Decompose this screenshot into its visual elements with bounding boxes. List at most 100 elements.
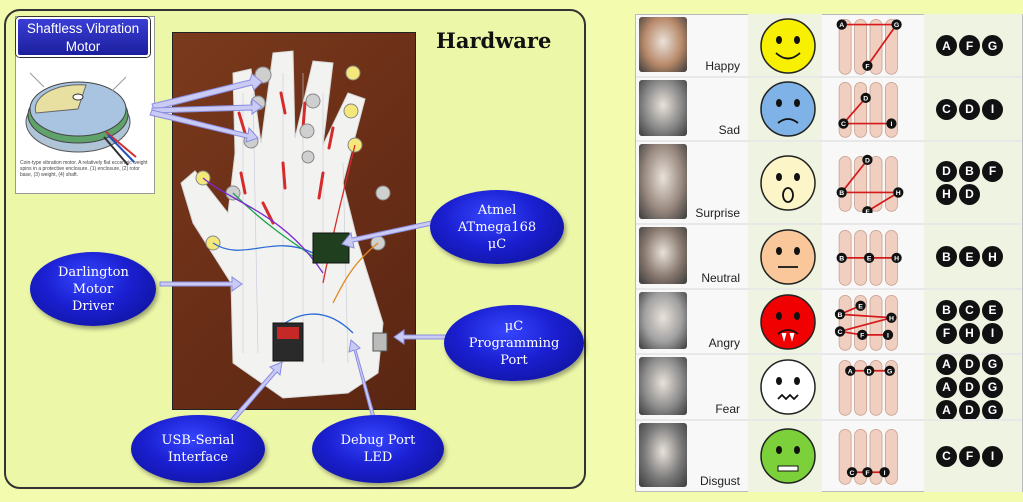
hand-point-label: H — [889, 315, 894, 322]
hand-point-label: E — [867, 255, 872, 262]
smiley-icon — [760, 228, 816, 285]
vibration-code-badge: D — [936, 160, 957, 182]
vibration-code-badge: C — [936, 445, 957, 467]
vibration-code-badge: H — [936, 183, 957, 205]
vibration-code-badge: G — [982, 376, 1003, 398]
vibration-code-badge: B — [959, 160, 980, 182]
hand-point-label: I — [884, 470, 886, 477]
hand-point-label: B — [839, 255, 844, 262]
smiley-icon — [760, 293, 816, 350]
face-photo — [639, 144, 687, 219]
vibration-code-badge: G — [982, 35, 1003, 56]
face-photo — [639, 227, 687, 284]
vibration-code-badge: I — [982, 98, 1003, 120]
emotion-name: Neutral — [701, 271, 740, 285]
hand-point-label: F — [865, 208, 869, 212]
vibration-code-badge: E — [982, 299, 1003, 321]
atmel-label: Atmel ATmega168 μC — [457, 202, 537, 252]
hand-point-label: C — [841, 121, 846, 128]
vibration-code-badge: G — [982, 353, 1003, 375]
smiley-icon — [760, 81, 816, 137]
face-photo — [639, 423, 687, 487]
hand-point-label: H — [896, 190, 901, 197]
row-divider — [636, 288, 1022, 290]
hand-point-label: C — [850, 470, 855, 477]
vibration-code-badge: G — [982, 399, 1003, 421]
hand-point-label: B — [839, 190, 844, 197]
hand-point-label: A — [839, 22, 844, 29]
finger-pattern-diagram: A G F — [836, 18, 902, 75]
hand-point-label: D — [867, 368, 872, 375]
hand-point-label: A — [848, 368, 853, 375]
mcu-board — [312, 232, 350, 264]
vibration-code-badge: D — [959, 98, 980, 120]
face-photo — [639, 292, 687, 349]
vibration-code-badge: H — [959, 322, 980, 344]
glove-photo — [172, 32, 416, 410]
hand-point-label: G — [894, 22, 899, 29]
motor-drawing — [25, 72, 137, 166]
vibration-code-badge: A — [936, 399, 957, 421]
vibration-code-badge: F — [936, 322, 957, 344]
smiley-icon — [760, 154, 816, 211]
hand-point-label: F — [865, 63, 869, 70]
emotion-name: Fear — [715, 402, 740, 416]
row-divider — [636, 76, 1022, 78]
vibration-code-badge: F — [959, 445, 980, 467]
hand-point-label: H — [894, 255, 899, 262]
vibration-code-badge: C — [936, 98, 957, 120]
finger-pattern-diagram: D B H F — [836, 154, 904, 213]
vibration-code-badge: I — [982, 445, 1003, 467]
debug-callout: Debug Port LED — [312, 415, 444, 483]
emotion-name: Sad — [718, 123, 740, 137]
face-photo — [639, 357, 687, 415]
row-divider — [636, 223, 1022, 225]
emotion-name: Disgust — [699, 474, 740, 488]
atmel-callout: Atmel ATmega168 μC — [430, 190, 564, 264]
glove-illustration — [180, 50, 391, 399]
programming-label: μC Programming Port — [468, 318, 560, 368]
programming-port — [372, 332, 388, 352]
usb-callout: USB-Serial Interface — [131, 415, 265, 483]
emotion-name: Surprise — [695, 206, 740, 220]
row-divider — [636, 353, 1022, 355]
hand-point-label: D — [865, 157, 870, 164]
face-photo — [639, 80, 687, 136]
vibration-code-badge: A — [936, 35, 957, 56]
vibration-code-badge: A — [936, 353, 957, 375]
hand-point-label: G — [887, 368, 892, 375]
hand-point-label: I — [890, 121, 892, 128]
darlington-label: Darlington Motor Driver — [58, 264, 129, 314]
hand-point-label: C — [838, 329, 843, 336]
motor-caption: Coin-type vibration motor. A relatively … — [20, 160, 148, 178]
vibration-code-badge: H — [982, 246, 1003, 267]
vibration-code-badge: F — [982, 160, 1003, 182]
hand-point-label: B — [838, 311, 843, 318]
hardware-title: Hardware — [436, 28, 552, 53]
motor-label: Shaftless Vibration Motor — [16, 17, 150, 57]
hand-point-label: I — [887, 332, 889, 339]
vibration-code-badge: F — [959, 35, 980, 56]
smiley-icon — [760, 428, 816, 484]
vibration-code-badge: I — [982, 322, 1003, 344]
vibration-code-badge: D — [959, 353, 980, 375]
vibration-code-badge: E — [959, 246, 980, 267]
vibration-code-badge: D — [959, 399, 980, 421]
hand-point-label: F — [860, 332, 864, 339]
debug-label: Debug Port LED — [340, 433, 416, 465]
vibration-code-badge: B — [936, 299, 957, 321]
usb-chip — [277, 327, 299, 339]
emotion-name: Happy — [705, 59, 740, 73]
